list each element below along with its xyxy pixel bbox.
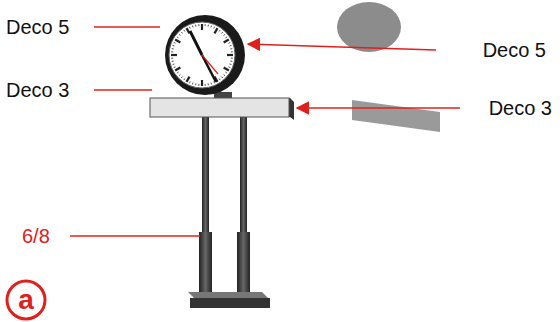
clock-tick	[215, 28, 218, 33]
clock-tick	[224, 68, 229, 71]
clock-tick	[224, 40, 229, 43]
clock-tick	[172, 48, 174, 49]
post	[202, 116, 209, 244]
clock-tick	[172, 61, 174, 62]
clock-tick	[208, 25, 209, 27]
clock-tick	[221, 32, 222, 33]
clock-tick	[227, 54, 233, 56]
clock-tick	[228, 42, 230, 44]
clock-tick	[213, 27, 215, 29]
part-label: Deco 5	[483, 39, 546, 61]
hour-hand	[190, 31, 202, 55]
leader-arrow	[248, 44, 436, 50]
clock-tick	[181, 32, 182, 33]
clock-tick	[184, 78, 185, 80]
clock-tick	[205, 84, 206, 86]
post-foot	[237, 232, 250, 292]
clock-tick	[230, 63, 232, 65]
clock-tick	[230, 45, 232, 47]
clock-tick	[195, 25, 196, 27]
clock-tick	[225, 37, 227, 38]
clock-tick	[187, 77, 190, 82]
clock-tick	[208, 83, 209, 85]
clock-tick	[187, 28, 190, 33]
clock-tick	[195, 83, 196, 85]
post	[240, 116, 247, 244]
clock-tick	[173, 45, 175, 47]
part-label: Deco 3	[489, 97, 552, 119]
clock-tick	[228, 66, 230, 68]
clock-tick	[230, 61, 232, 62]
second-hand	[202, 55, 218, 74]
clock-tick	[219, 78, 220, 80]
clock-face	[169, 22, 235, 88]
clock-tick	[173, 63, 175, 65]
clock-tick	[219, 30, 220, 32]
leader-line	[94, 26, 160, 28]
clock-tick	[210, 83, 212, 85]
part-label: Deco 3	[6, 79, 69, 101]
clock-tick	[201, 80, 203, 86]
callout-circle	[7, 281, 45, 319]
clock-ticks	[171, 24, 233, 86]
clock-tick	[181, 77, 182, 78]
clock-tick	[174, 42, 176, 44]
sign-board	[150, 98, 289, 117]
clock-tick	[179, 34, 180, 35]
clock-tick	[225, 72, 227, 73]
clock-tick	[230, 48, 232, 49]
clock-tick	[189, 27, 191, 29]
clock-tick	[175, 40, 180, 43]
part-label: Deco 5	[6, 16, 69, 38]
clock-tick	[171, 51, 173, 52]
callout-number: 6/8	[22, 225, 50, 247]
clock-tick	[171, 54, 177, 56]
post-foot	[199, 232, 212, 292]
base	[190, 298, 270, 308]
clock-tick	[198, 84, 199, 86]
clock-tick	[177, 37, 179, 38]
clock-tick	[198, 24, 199, 26]
clock-tick	[189, 81, 191, 83]
clock-tick	[201, 24, 203, 30]
leader-line	[70, 235, 200, 237]
clock-tick	[175, 68, 180, 71]
clock-tick	[179, 74, 180, 75]
decal-circle	[337, 2, 401, 52]
clock-tick	[171, 58, 173, 59]
clock-tick	[192, 83, 194, 85]
clock-tick	[224, 74, 225, 75]
clock-tick	[210, 26, 212, 28]
clock-tick	[192, 26, 194, 28]
callout-letter: a	[18, 285, 34, 315]
clock-tick	[224, 34, 225, 35]
leader-line	[94, 89, 152, 91]
clock-tick	[205, 24, 206, 26]
sign-board	[150, 98, 294, 120]
clock-tick	[231, 51, 233, 52]
clock-tick	[221, 77, 222, 78]
clock-ring	[165, 15, 245, 95]
leader-arrow	[297, 107, 460, 109]
clock-tick	[184, 30, 185, 32]
clock-tick	[177, 72, 179, 73]
clock-tick	[231, 58, 233, 59]
clock-tick	[174, 66, 176, 68]
decal-band	[352, 100, 440, 132]
